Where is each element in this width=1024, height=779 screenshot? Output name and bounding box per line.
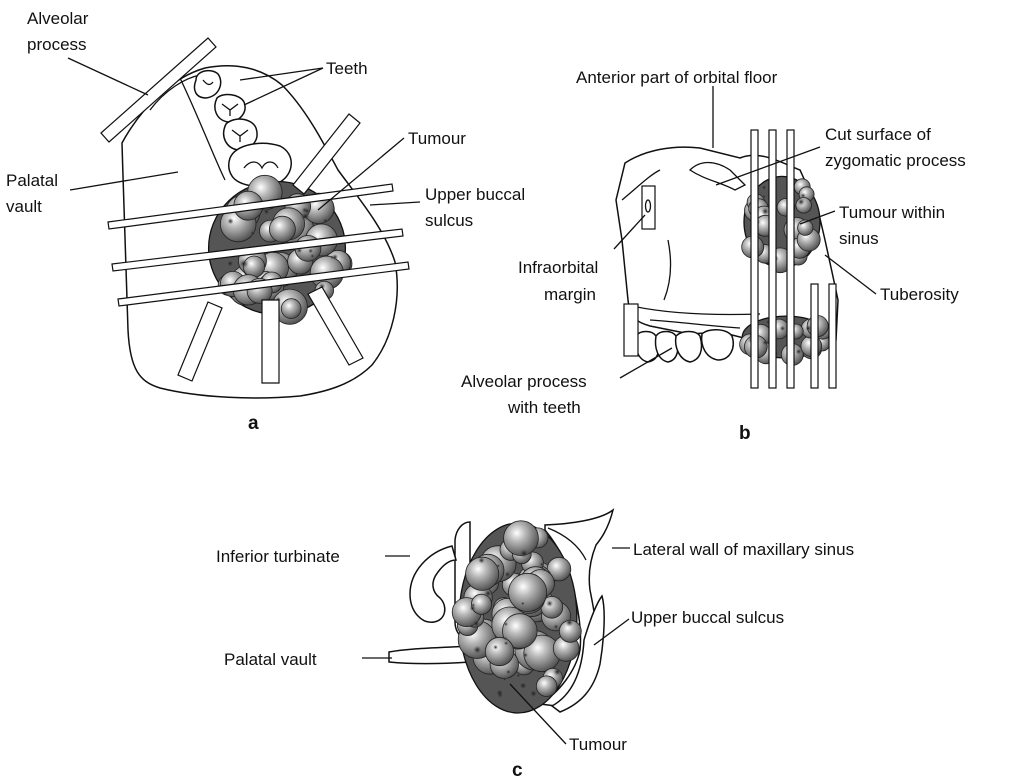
tumour-spot xyxy=(516,673,521,678)
tumour-spot xyxy=(470,605,476,611)
label-upper-buccal-sulcus-2: sulcus xyxy=(425,211,473,230)
label-lateral-wall: Lateral wall of maxillary sinus xyxy=(633,540,854,559)
panel-a: Alveolar process Teeth Tumour Palatal va… xyxy=(6,9,525,434)
tumour-spot xyxy=(493,645,498,650)
label-palatal-vault-c: Palatal vault xyxy=(224,650,317,669)
label-alveolar-process-1: Alveolar xyxy=(27,9,89,28)
label-orbital-floor: Anterior part of orbital floor xyxy=(576,68,778,87)
cut-vertical-4 xyxy=(811,284,818,388)
teeth-b xyxy=(636,330,734,362)
tumour-spot xyxy=(478,557,485,564)
panel-c: Inferior turbinate Lateral wall of maxil… xyxy=(216,510,854,779)
tumour-spot xyxy=(504,622,508,626)
tumour-spot xyxy=(553,668,562,677)
tumour-spot xyxy=(227,218,233,224)
tumour-nodule xyxy=(508,573,546,611)
label-infraorbital-2: margin xyxy=(544,285,596,304)
tumour-spot xyxy=(308,248,313,253)
tumour-spot xyxy=(473,646,482,655)
tumour-spot xyxy=(529,689,539,699)
panel-letter-b: b xyxy=(739,423,751,444)
label-palatal-vault-2: vault xyxy=(6,197,42,216)
label-upper-buccal-sulcus-c: Upper buccal sulcus xyxy=(631,608,784,627)
tumour-spot xyxy=(506,669,511,674)
tumour-spot xyxy=(472,619,481,628)
cut-alveolar-b xyxy=(624,304,638,356)
tumour-spot xyxy=(484,589,493,598)
tumour-spot xyxy=(565,618,573,626)
label-upper-buccal-sulcus-1: Upper buccal xyxy=(425,185,525,204)
tumour-nodule xyxy=(269,216,295,242)
label-tumour-a: Tumour xyxy=(408,129,466,148)
cut-vertical-3 xyxy=(787,130,794,388)
label-alveolar-teeth-2: with teeth xyxy=(507,398,581,417)
label-inferior-turbinate: Inferior turbinate xyxy=(216,547,340,566)
tumour-spot xyxy=(762,340,768,346)
tumour-spot xyxy=(239,259,249,269)
tumour-spot xyxy=(761,207,769,215)
tumour-spot xyxy=(503,637,507,641)
panel-letter-c: c xyxy=(512,760,523,779)
tumour-spot xyxy=(322,218,328,224)
label-tumour-sinus-1: Tumour within xyxy=(839,203,945,222)
label-tuberosity: Tuberosity xyxy=(880,285,959,304)
tumour-spot xyxy=(523,652,528,657)
tumour-nodule xyxy=(536,676,557,697)
tumour-spot xyxy=(250,230,256,236)
tumour-spot xyxy=(495,688,504,697)
tumour-spot xyxy=(518,681,527,690)
tumour-spot xyxy=(761,185,767,191)
label-cut-surface-2: zygomatic process xyxy=(825,151,966,170)
tumour-spot xyxy=(797,198,805,206)
label-palatal-vault-1: Palatal xyxy=(6,171,58,190)
cut-vertical-5 xyxy=(829,284,836,388)
turbinate-scroll xyxy=(410,546,456,622)
tumour-spot xyxy=(521,602,525,606)
panel-b: Anterior part of orbital floor Cut surfa… xyxy=(461,68,966,444)
panel-letter-a: a xyxy=(248,413,259,434)
tumour-spot xyxy=(780,326,786,332)
tumour-nodule xyxy=(281,299,301,319)
tumour-spot xyxy=(540,562,545,567)
label-tumour-c: Tumour xyxy=(569,735,627,754)
label-infraorbital-1: Infraorbital xyxy=(518,258,598,277)
tumour-spot xyxy=(762,194,767,199)
label-teeth: Teeth xyxy=(326,59,368,78)
tumour-spot xyxy=(496,564,500,568)
infraorbital-foramen-box xyxy=(642,186,655,229)
tumour-spot xyxy=(553,624,558,629)
cut-vertical-1 xyxy=(751,130,758,388)
tumour-spot xyxy=(796,348,802,354)
cut-vertical-2 xyxy=(769,130,776,388)
tumour-spot xyxy=(504,571,511,578)
tumour-spot xyxy=(310,254,314,258)
label-alveolar-teeth-1: Alveolar process xyxy=(461,372,587,391)
tumour-spot xyxy=(546,600,554,608)
tumour-spot xyxy=(301,212,311,222)
palatal-shelf xyxy=(389,646,470,664)
tumour-spot xyxy=(504,641,509,646)
tumour-spot xyxy=(502,677,507,682)
tumour-spot xyxy=(801,193,806,198)
tumour-nodule xyxy=(485,637,513,665)
label-tumour-sinus-2: sinus xyxy=(839,229,879,248)
tumour-spot xyxy=(226,259,234,267)
label-alveolar-process-2: process xyxy=(27,35,87,54)
label-cut-surface-1: Cut surface of xyxy=(825,125,931,144)
tooth-2 xyxy=(215,95,245,122)
cut-lower-mid xyxy=(262,300,279,383)
tumour-spot xyxy=(519,549,529,559)
tumour-spot xyxy=(332,254,339,261)
